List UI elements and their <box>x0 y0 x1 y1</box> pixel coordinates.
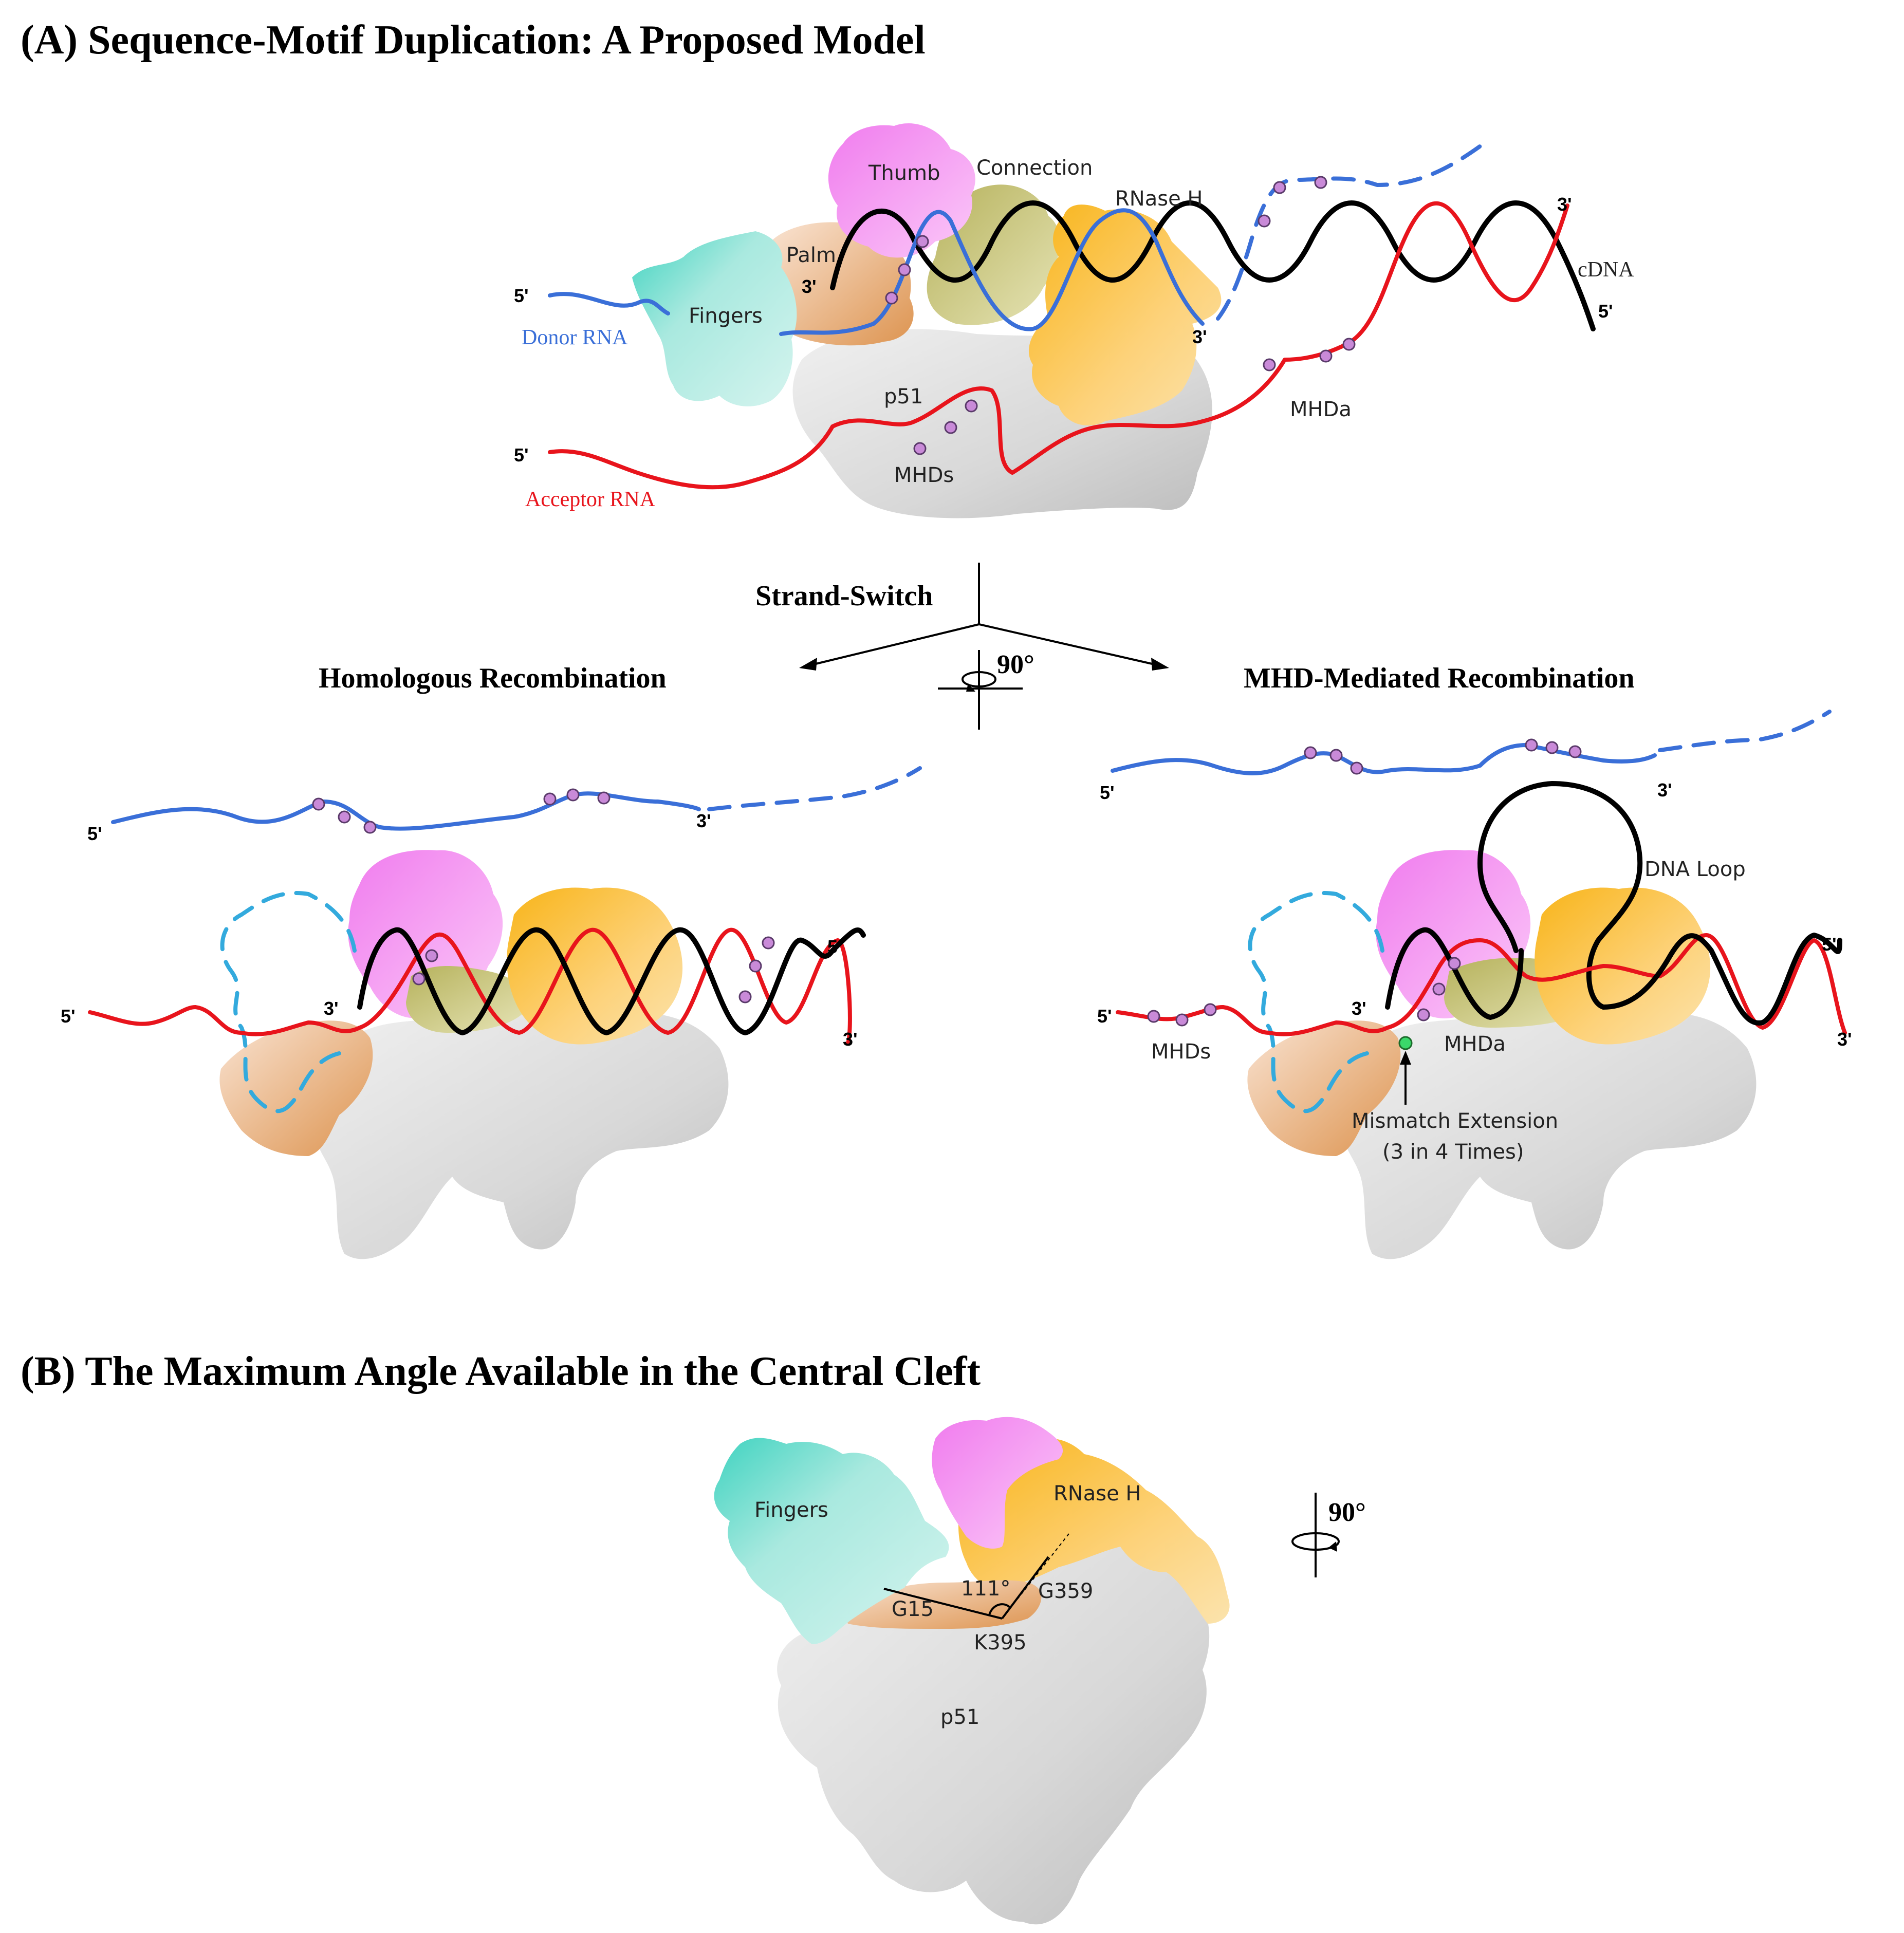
g359-label: G359 <box>1038 1579 1093 1603</box>
fingers-domain-b <box>714 1438 949 1644</box>
cdna-left <box>357 927 866 1035</box>
rnase-h-label: RNase H <box>1115 187 1203 211</box>
acceptor-rna-right <box>1116 933 1847 1036</box>
rnase-h-domain-right <box>1535 887 1711 1045</box>
palm-label: Palm <box>786 244 836 267</box>
panel-b-model: Fingers RNase H p51 111° G15 G359 K395 <box>714 1417 1230 1925</box>
mismatch-dot <box>1398 1036 1413 1050</box>
acceptor-rna-label: Acceptor RNA <box>525 488 656 511</box>
acceptor-rna-left <box>88 927 852 1045</box>
mismatch-label-2: (3 in 4 Times) <box>1382 1140 1524 1164</box>
p51-domain-left <box>316 1011 729 1259</box>
left-right-five-prime: 5' <box>827 936 842 957</box>
left-right-three-prime: 3' <box>843 1029 858 1050</box>
right-acceptor-five-prime: 5' <box>1097 1006 1112 1027</box>
rnase-h-label-b: RNase H <box>1053 1482 1141 1505</box>
left-donor-three-prime: 3' <box>696 810 711 831</box>
fingers-label: Fingers <box>689 304 763 328</box>
cdna-helix <box>830 200 1596 331</box>
right-donor-five-prime: 5' <box>1100 782 1115 803</box>
strand-switch: Strand-Switch 90° <box>755 563 1169 730</box>
mhda-label: MHDa <box>1290 398 1352 421</box>
acceptor-rna-strand <box>548 201 1569 490</box>
right-mhds-label: MHDs <box>1151 1040 1211 1064</box>
donor-rna-right-dashed <box>1658 710 1832 752</box>
k395-label: K395 <box>974 1631 1027 1655</box>
right-donor-three-prime: 3' <box>1657 779 1672 801</box>
donor-three-prime: 3' <box>1192 326 1207 347</box>
top-model: Thumb Connection RNase H Palm Fingers p5… <box>514 123 1634 518</box>
thumb-label: Thumb <box>868 161 940 185</box>
fingers-domain <box>632 231 797 406</box>
cdna-label: cDNA <box>1578 258 1634 282</box>
fingers-label-b: Fingers <box>754 1498 828 1522</box>
dna-loop-dashed-right <box>1248 891 1384 1113</box>
donor-rna-label: Donor RNA <box>522 326 628 349</box>
rotation-label-a: 90° <box>997 650 1034 679</box>
dna-loop-label: DNA Loop <box>1644 858 1746 881</box>
mhd-dots-left <box>312 788 775 1003</box>
cdna-three-prime-right: 3' <box>1557 194 1572 215</box>
connection-label: Connection <box>976 156 1093 180</box>
right-cdna-three-prime: 3' <box>1352 998 1366 1019</box>
left-acceptor-five-prime: 5' <box>61 1006 76 1027</box>
p51-label: p51 <box>884 385 923 408</box>
donor-rna-dashed <box>1216 137 1492 321</box>
mhd-dots-top <box>885 176 1356 455</box>
rotation-label-b: 90° <box>1328 1498 1366 1527</box>
mhd-dots-right <box>1147 738 1582 1027</box>
left-cdna-three-prime: 3' <box>324 998 339 1019</box>
homologous-model: 5' 3' 5' 3' 5' 3' <box>61 766 922 1259</box>
right-end-five-prime: 5' <box>1822 934 1837 955</box>
rnase-h-domain-left <box>507 887 683 1045</box>
thumb-domain-b <box>932 1417 1063 1549</box>
left-donor-five-prime: 5' <box>87 823 102 844</box>
acceptor-five-prime: 5' <box>514 444 529 466</box>
dna-loop-dashed-left <box>220 891 357 1113</box>
angle-arc <box>988 1603 1011 1615</box>
right-end-three-prime: 3' <box>1837 1029 1852 1050</box>
mhd-mediated-title: MHD-Mediated Recombination <box>1244 662 1635 694</box>
mhd-mediated-model: DNA Loop MHDs MHDa Mismatch Extension (3… <box>1097 710 1852 1259</box>
right-mhda-label: MHDa <box>1444 1032 1506 1056</box>
mismatch-label-1: Mismatch Extension <box>1352 1109 1558 1133</box>
cdna-right <box>1385 927 1842 1026</box>
g15-label: G15 <box>892 1597 934 1621</box>
mhds-label: MHDs <box>894 463 954 487</box>
rotation-icon-b: 90° <box>1291 1493 1366 1577</box>
donor-rna-left-dashed <box>707 766 922 811</box>
strand-switch-label: Strand-Switch <box>755 580 933 612</box>
angle-label: 111° <box>961 1577 1010 1601</box>
dna-loop <box>1477 781 1643 1010</box>
donor-rna-strand <box>548 208 1205 336</box>
panel-a-title: (A) Sequence-Motif Duplication: A Propos… <box>21 17 926 63</box>
p51-domain-right <box>1343 1011 1757 1259</box>
panel-b-title: (B) The Maximum Angle Available in the C… <box>21 1349 981 1394</box>
donor-five-prime: 5' <box>514 285 529 306</box>
donor-rna-left <box>111 791 701 831</box>
cdna-three-prime-left: 3' <box>802 276 817 297</box>
homologous-title: Homologous Recombination <box>319 662 667 694</box>
rnase-h-domain-b <box>958 1438 1230 1624</box>
p51-label-b: p51 <box>940 1705 979 1729</box>
cdna-five-prime-right: 5' <box>1598 301 1613 322</box>
thumb-domain <box>828 123 975 258</box>
